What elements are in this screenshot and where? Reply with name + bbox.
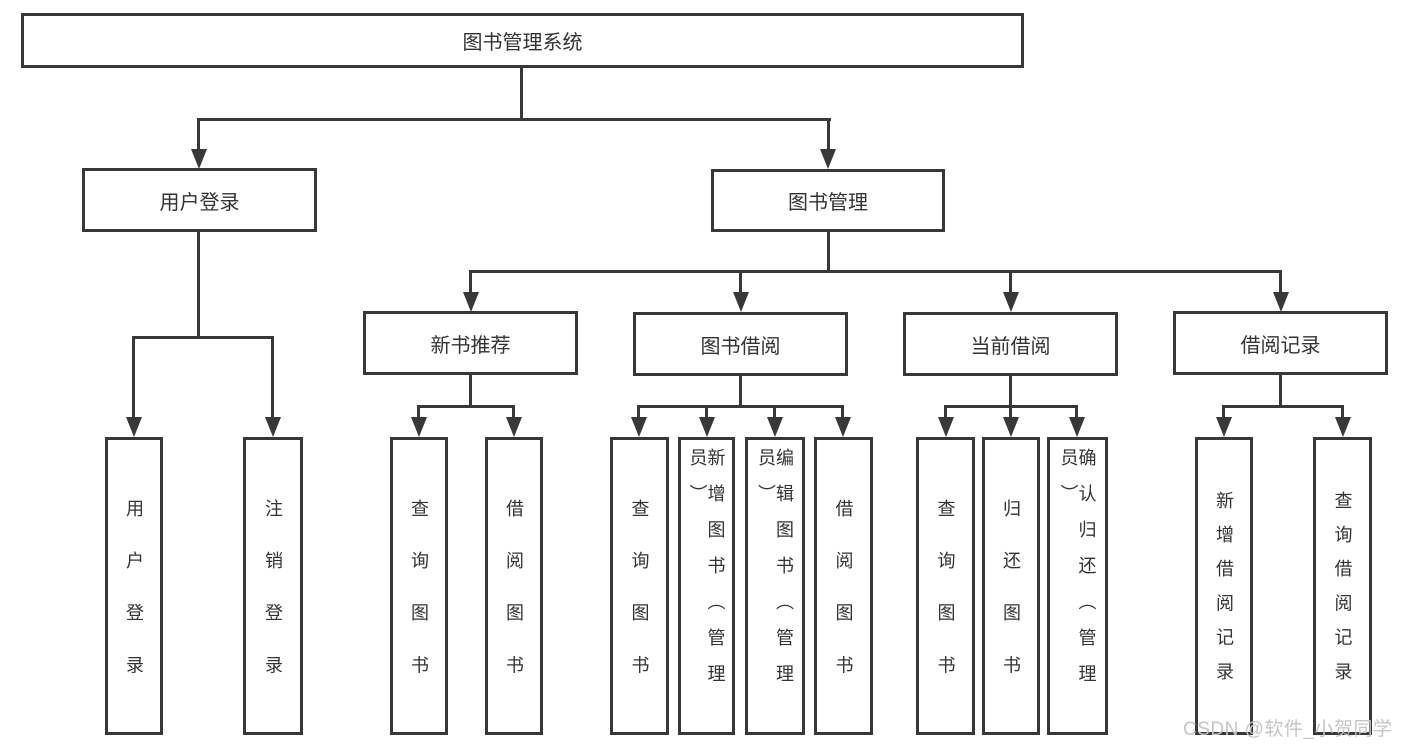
arrowhead-down-icon [1003,292,1019,312]
connector-arrow-stem [417,408,420,420]
leaf-add-borrow-record: 新增借阅记录 [1195,437,1253,735]
leaf-label: 用户登录 [124,498,144,708]
arrowhead-down-icon [1273,292,1289,312]
arrowhead-down-icon [938,417,954,437]
connector-book-management-stem [827,232,830,270]
leaf-label: 借阅图书 [833,498,854,708]
connector-arrow-stem [512,408,515,420]
node-book-borrowing: 图书借阅 [633,312,848,376]
leaf-label: 借阅图书 [504,498,524,708]
connector-arrow-stem [469,273,472,295]
leaf-edit-books-admin: 编辑图书（管理员） [745,437,805,735]
arrowhead-down-icon [631,417,647,437]
connector-arrow-stem [944,408,947,420]
arrowhead-down-icon [835,417,851,437]
leaf-query-books-borrowing: 查询图书 [610,437,669,735]
node-new-book-recommend: 新书推荐 [363,311,578,375]
connector-book-borrowing-stem [739,376,742,407]
leaf-label: 归还图书 [1001,498,1021,708]
connector-book-management-split [469,270,1282,273]
node-label: 新书推荐 [430,334,511,357]
connector-arrow-stem [1009,408,1012,420]
arrowhead-down-icon [191,149,207,169]
leaf-label: 注销登录 [263,498,283,708]
connector-arrow-stem [197,121,200,151]
node-current-borrowing: 当前借阅 [903,312,1118,376]
connector-arrow-stem [773,408,776,420]
connector-user-login-split [132,336,274,339]
connector-borrow-records-split [1222,405,1344,408]
arrowhead-down-icon [1003,417,1019,437]
leaf-borrow-books-recommend: 借阅图书 [485,437,543,735]
leaf-query-books-current: 查询图书 [916,437,975,735]
leaf-borrow-books: 借阅图书 [814,437,873,735]
node-label: 借阅记录 [1240,334,1321,357]
leaf-label: 查询图书 [629,498,650,708]
connector-arrow-stem [1009,273,1012,295]
arrowhead-down-icon [1069,417,1085,437]
connector-new-book-split [417,405,515,408]
arrowhead-down-icon [699,417,715,437]
connector-arrow-stem [841,408,844,420]
node-label: 图书借阅 [700,335,781,358]
arrowhead-down-icon [126,417,142,437]
node-book-management: 图书管理 [711,169,945,232]
node-library-management-system: 图书管理系统 [21,13,1024,68]
node-label: 用户登录 [159,191,240,214]
arrowhead-down-icon [265,417,281,437]
connector-arrow-stem [705,408,708,420]
connector-arrow-stem [1279,273,1282,295]
arrowhead-down-icon [1216,417,1232,437]
node-label: 图书管理 [788,192,868,214]
connector-arrow-stem [1222,408,1225,420]
connector-arrow-stem [827,121,830,151]
leaf-label: 查询图书 [935,498,956,708]
csdn-watermark: CSDN @软件_小贺同学 [1183,719,1393,740]
node-user-login: 用户登录 [82,168,317,232]
arrowhead-down-icon [506,417,522,437]
leaf-label: 查询图书 [409,498,429,708]
connector-current-borrowing-stem [1009,376,1012,407]
connector-arrow-stem [739,273,742,295]
node-label: 图书管理系统 [462,32,583,54]
leaf-label: 查询借阅记录 [1332,491,1353,697]
leaf-logout: 注销登录 [243,437,303,735]
leaf-query-borrow-record: 查询借阅记录 [1313,437,1372,735]
connector-book-borrowing-split [637,405,844,408]
leaf-label: 新增借阅记录 [1214,491,1234,697]
leaf-add-books-admin: 新增图书（管理员） [678,437,735,735]
leaf-label: 编辑图书（管理员） [756,448,794,700]
connector-borrow-records-stem [1279,375,1282,407]
arrowhead-down-icon [411,417,427,437]
leaf-confirm-return-admin: 确认归还（管理员） [1047,437,1108,735]
leaf-label: 新增图书（管理员） [687,448,726,700]
leaf-user-login: 用户登录 [105,437,163,735]
connector-arrow-stem [271,339,274,419]
node-label: 当前借阅 [970,335,1051,358]
connector-arrow-stem [1075,408,1078,420]
connector-root-split [197,118,831,121]
arrowhead-down-icon [767,417,783,437]
arrowhead-down-icon [463,292,479,312]
node-borrow-records: 借阅记录 [1173,311,1388,375]
arrowhead-down-icon [820,149,836,169]
connector-root-stem [520,68,523,121]
connector-arrow-stem [637,408,640,420]
arrowhead-down-icon [1335,417,1351,437]
connector-current-borrowing-split [944,405,1078,408]
arrowhead-down-icon [733,292,749,312]
leaf-return-books: 归还图书 [982,437,1040,735]
connector-arrow-stem [1341,408,1344,420]
connector-arrow-stem [132,339,135,419]
leaf-query-books-recommend: 查询图书 [390,437,448,735]
connector-user-login-stem [197,232,200,336]
connector-new-book-stem [469,375,472,407]
leaf-label: 确认归还（管理员） [1058,448,1097,700]
